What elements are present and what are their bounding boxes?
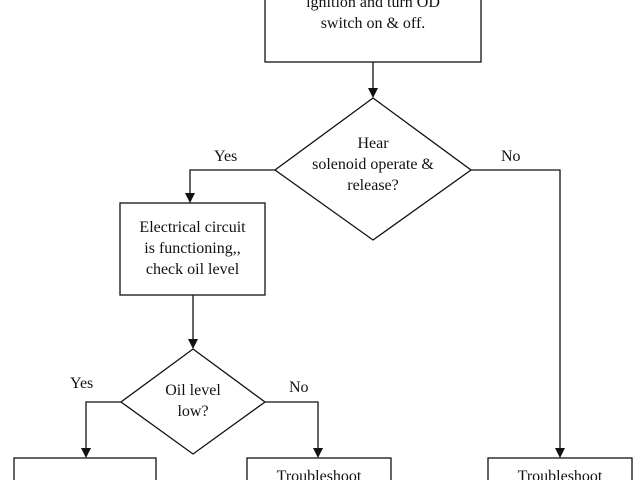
arrowhead-bottom-left — [81, 448, 91, 458]
hear-solenoid-line-3: release? — [347, 177, 399, 194]
bottom-left-box — [13, 457, 157, 480]
bottom-left-text — [15, 465, 155, 480]
top-process-box — [264, 0, 482, 63]
hear-solenoid-line-2: solenoid operate & — [312, 156, 434, 173]
oil-level-text: Oil level low? — [133, 380, 253, 422]
arrowhead-oil — [188, 339, 198, 349]
edge-label-oil-no: No — [289, 379, 309, 396]
hear-solenoid-text: Hear solenoid operate & release? — [283, 133, 463, 196]
connector-hear-no — [471, 169, 561, 450]
arrowhead-troubleshoot-right — [555, 448, 565, 458]
troubleshoot-middle-line-1: Troubleshoot — [276, 468, 362, 480]
hear-solenoid-line-1: Hear — [357, 135, 389, 152]
electrical-circuit-line-3: check oil level — [145, 261, 240, 278]
electrical-circuit-text: Electrical circuit is functioning,, chec… — [121, 217, 264, 280]
edge-label-hear-yes: Yes — [214, 148, 238, 165]
hear-solenoid-decision — [273, 97, 473, 241]
edge-label-oil-yes: Yes — [70, 375, 94, 392]
oil-level-line-1: Oil level — [165, 382, 221, 399]
troubleshoot-right-text: Troubleshoot — [489, 466, 631, 480]
arrowhead-hear — [368, 88, 378, 98]
top-process-line-2: ignition and turn OD — [306, 0, 440, 11]
top-process-line-3: switch on & off. — [320, 15, 426, 32]
electrical-circuit-line-1: Electrical circuit — [139, 219, 246, 236]
edge-label-hear-no: No — [501, 148, 521, 165]
arrowhead-electrical — [185, 193, 195, 203]
oil-level-line-2: low? — [177, 403, 209, 420]
top-process-text: ignition and turn OD switch on & off. — [266, 0, 480, 61]
connector-oil-yes — [85, 401, 121, 450]
connector-oil-no — [265, 401, 319, 450]
electrical-circuit-line-2: is functioning,, — [144, 240, 241, 257]
connector-hear-yes — [189, 169, 275, 195]
arrowhead-troubleshoot-middle — [313, 448, 323, 458]
oil-level-decision — [119, 348, 267, 455]
troubleshoot-middle-text: Troubleshoot — [248, 466, 390, 480]
troubleshoot-right-line-1: Troubleshoot — [517, 468, 603, 480]
troubleshoot-middle-box — [246, 457, 392, 480]
